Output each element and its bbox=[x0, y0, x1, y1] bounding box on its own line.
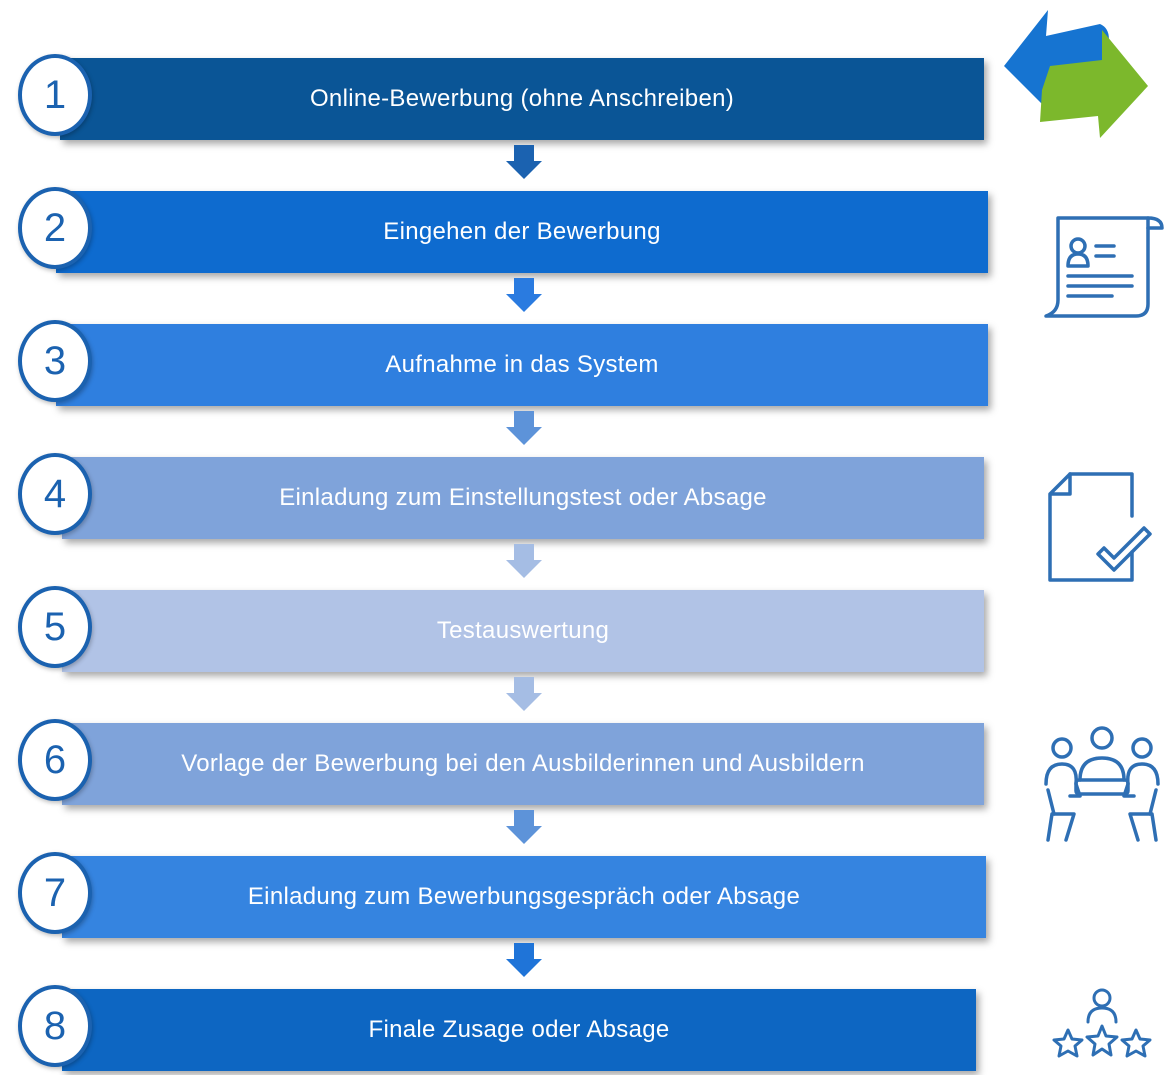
process-step-2: Eingehen der Bewerbung 2 bbox=[0, 187, 990, 277]
resume-document-icon bbox=[1040, 208, 1164, 320]
checked-document-icon bbox=[1046, 470, 1156, 584]
process-step-1: Online-Bewerbung (ohne Anschreiben) 1 bbox=[0, 54, 990, 144]
down-arrow-icon bbox=[506, 411, 542, 447]
step-number-circle: 7 bbox=[18, 852, 92, 934]
step-number-circle: 1 bbox=[18, 54, 92, 136]
process-step-7: Einladung zum Bewerbungsgespräch oder Ab… bbox=[0, 852, 990, 942]
step-number-circle: 5 bbox=[18, 586, 92, 668]
exchange-arrows-icon bbox=[1000, 8, 1152, 138]
step-bar: Online-Bewerbung (ohne Anschreiben) bbox=[60, 58, 984, 140]
step-label: Testauswertung bbox=[436, 617, 610, 644]
step-label: Einladung zum Einstellungstest oder Absa… bbox=[279, 484, 767, 511]
rating-stars-person-icon bbox=[1050, 988, 1154, 1064]
step-bar: Eingehen der Bewerbung bbox=[56, 191, 988, 273]
step-label: Aufnahme in das System bbox=[385, 351, 659, 378]
step-label: Online-Bewerbung (ohne Anschreiben) bbox=[309, 85, 735, 112]
process-step-5: Testauswertung 5 bbox=[0, 586, 990, 676]
step-label: Einladung zum Bewerbungsgespräch oder Ab… bbox=[247, 883, 801, 910]
down-arrow-icon bbox=[506, 278, 542, 314]
step-number-circle: 4 bbox=[18, 453, 92, 535]
step-number-circle: 6 bbox=[18, 719, 92, 801]
step-number-circle: 2 bbox=[18, 187, 92, 269]
meeting-people-icon bbox=[1040, 724, 1164, 844]
process-step-6: Vorlage der Bewerbung bei den Ausbilderi… bbox=[0, 719, 990, 809]
step-bar: Vorlage der Bewerbung bei den Ausbilderi… bbox=[62, 723, 984, 805]
step-bar: Aufnahme in das System bbox=[56, 324, 988, 406]
down-arrow-icon bbox=[506, 544, 542, 580]
down-arrow-icon bbox=[506, 677, 542, 713]
step-label: Eingehen der Bewerbung bbox=[383, 218, 661, 245]
step-bar: Testauswertung bbox=[62, 590, 984, 672]
process-step-3: Aufnahme in das System 3 bbox=[0, 320, 990, 410]
step-bar: Einladung zum Einstellungstest oder Absa… bbox=[62, 457, 984, 539]
down-arrow-icon bbox=[506, 810, 542, 846]
down-arrow-icon bbox=[506, 145, 542, 181]
step-number-circle: 8 bbox=[18, 985, 92, 1067]
down-arrow-icon bbox=[506, 943, 542, 979]
process-step-4: Einladung zum Einstellungstest oder Absa… bbox=[0, 453, 990, 543]
step-label: Finale Zusage oder Absage bbox=[368, 1016, 670, 1043]
step-bar: Finale Zusage oder Absage bbox=[62, 989, 976, 1071]
process-step-8: Finale Zusage oder Absage 8 bbox=[0, 985, 990, 1075]
step-label: Vorlage der Bewerbung bei den Ausbilderi… bbox=[181, 750, 865, 777]
step-bar: Einladung zum Bewerbungsgespräch oder Ab… bbox=[62, 856, 986, 938]
step-number-circle: 3 bbox=[18, 320, 92, 402]
